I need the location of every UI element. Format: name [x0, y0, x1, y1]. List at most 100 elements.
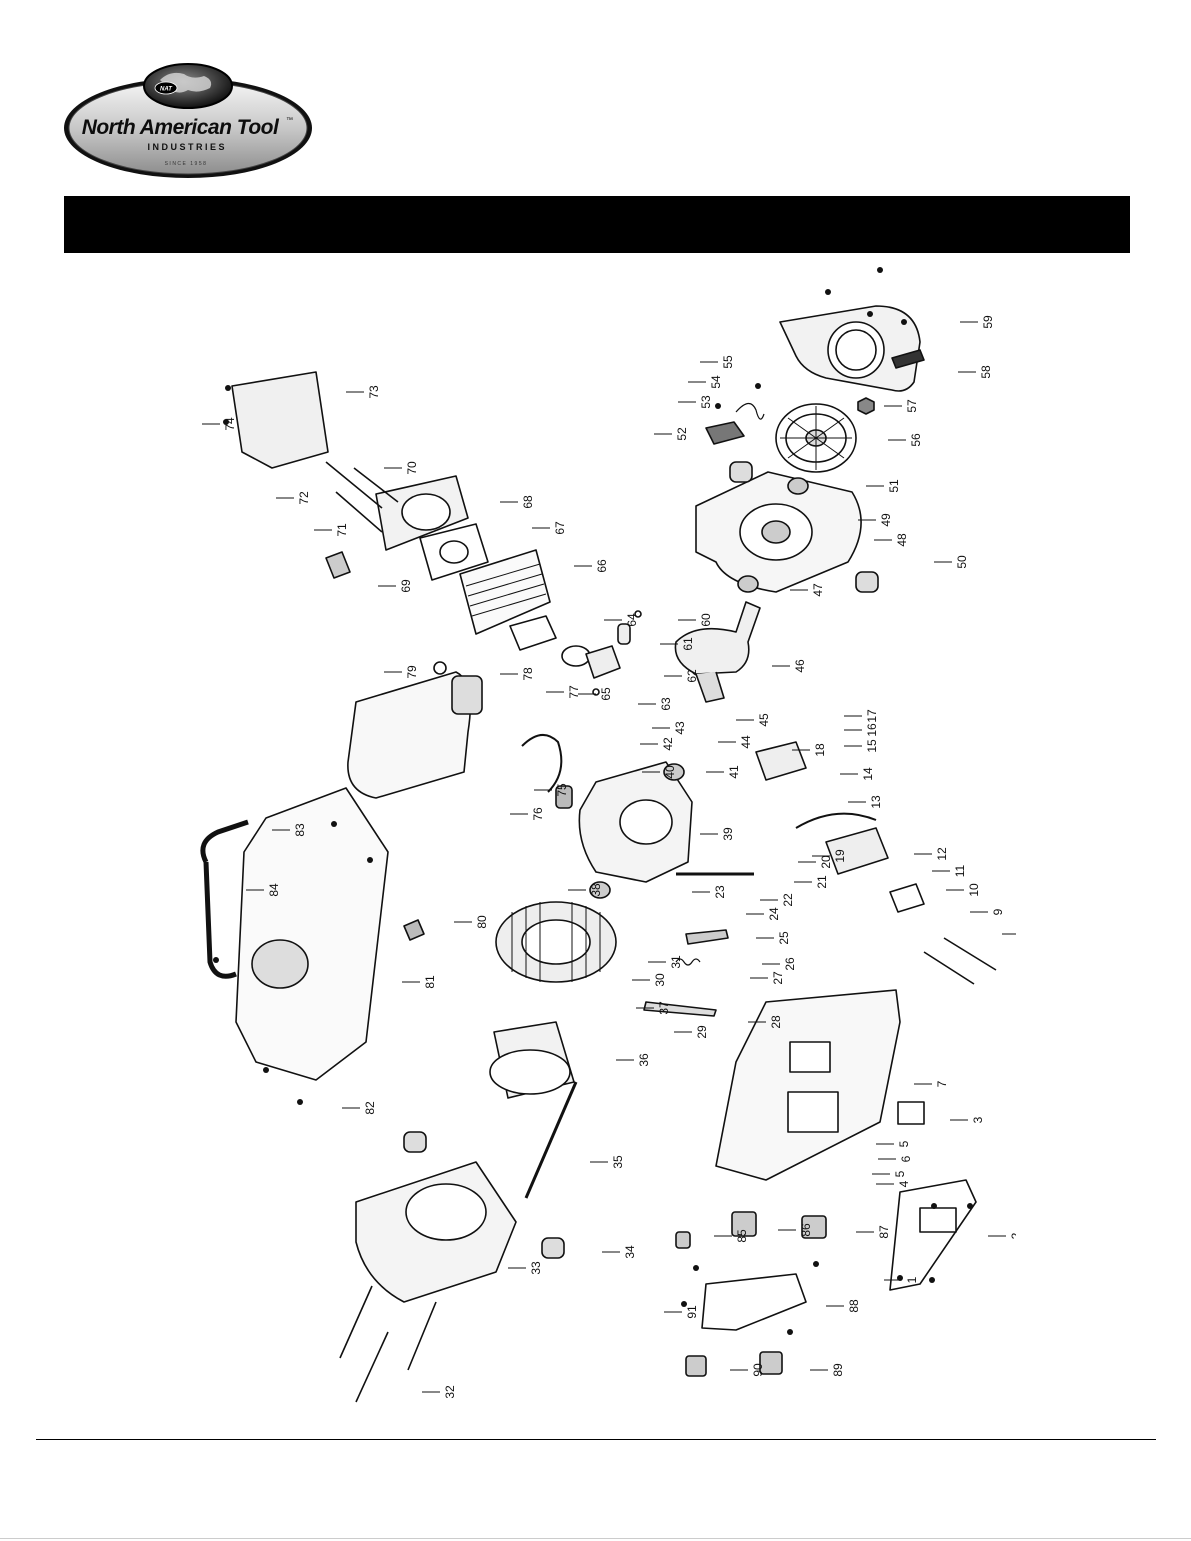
frame-bolt: [407, 1301, 437, 1371]
frame-bolt: [339, 1285, 373, 1359]
spark-plug-wire: [521, 734, 563, 793]
part-label-45: 45: [757, 713, 771, 727]
part-label-83: 83: [293, 823, 307, 837]
part-label-82: 82: [363, 1101, 377, 1115]
part-label-33: 33: [529, 1261, 543, 1275]
part-number-text: 5: [893, 1170, 907, 1177]
part-label-66: 66: [595, 559, 609, 573]
part-number-text: 54: [709, 375, 723, 389]
part-label-23: 23: [713, 885, 727, 899]
part-number-text: 81: [423, 975, 437, 989]
part-label-63: 63: [659, 697, 673, 711]
part-label-5b: 5: [897, 1140, 911, 1147]
screw: [813, 1261, 819, 1267]
switch-90: [685, 1355, 707, 1377]
screw: [877, 267, 883, 273]
part-number-text: 43: [673, 721, 687, 735]
screw: [901, 319, 907, 325]
panel-window: [787, 1091, 839, 1133]
carry-handle: [200, 819, 249, 979]
part-label-34: 34: [623, 1245, 637, 1259]
governor-arm: [685, 929, 729, 945]
part-label-72: 72: [297, 491, 311, 505]
rotor-bolt: [524, 1081, 578, 1199]
part-label-29: 29: [695, 1025, 709, 1039]
part-number-text: 13: [869, 795, 883, 809]
frame-bolt: [355, 1331, 389, 1403]
part-number-text: 70: [405, 461, 419, 475]
part-label-16: 16: [865, 723, 879, 737]
part-label-61: 61: [681, 637, 695, 651]
part-number-text: 49: [879, 513, 893, 527]
part-label-37: 37: [657, 1001, 671, 1015]
part-number-text: 89: [831, 1363, 845, 1377]
part-number-text: 87: [877, 1225, 891, 1239]
governor-lever: [643, 1001, 717, 1017]
part-label-3: 3: [971, 1116, 985, 1123]
part-label-84: 84: [267, 883, 281, 897]
part-number-text: 37: [657, 1001, 671, 1015]
part-number-text: 18: [813, 743, 827, 757]
outlet-86: [731, 1211, 757, 1237]
part-label-39: 39: [721, 827, 735, 841]
part-number-text: 64: [625, 613, 639, 627]
page-edge-rule: [0, 1538, 1191, 1539]
part-label-68: 68: [521, 495, 535, 509]
part-number-text: 75: [555, 783, 569, 797]
footer-rule: [36, 1439, 1156, 1440]
part-number-text: 71: [335, 523, 349, 537]
part-label-54: 54: [709, 375, 723, 389]
outlet-87: [801, 1215, 827, 1239]
part-label-59: 59: [981, 315, 995, 329]
part-number-text: 10: [967, 883, 981, 897]
part-number-text: 46: [793, 659, 807, 673]
logo-industries: I N D U S T R I E S: [147, 142, 224, 152]
head-gasket: [419, 523, 489, 581]
part-number-text: 88: [847, 1299, 861, 1313]
part-label-53: 53: [699, 395, 713, 409]
part-number-text: 66: [595, 559, 609, 573]
part-label-75: 75: [555, 783, 569, 797]
part-number-text: 67: [553, 521, 567, 535]
screw: [787, 1329, 793, 1335]
part-number-text: 34: [623, 1245, 637, 1259]
fuel-cap: [251, 939, 309, 989]
logo-since: SINCE 1958: [165, 161, 208, 167]
nat-badge: [154, 81, 178, 95]
part-number-text: 35: [611, 1155, 625, 1169]
part-number-text: 17: [865, 709, 879, 723]
screw: [693, 1265, 699, 1271]
part-number-text: 11: [953, 864, 967, 877]
part-number-text: 83: [293, 823, 307, 837]
cylinder-gasket: [509, 615, 557, 651]
piston: [585, 645, 621, 679]
part-label-44: 44: [739, 735, 753, 749]
part-label-49: 49: [879, 513, 893, 527]
header-banner: [64, 196, 1130, 253]
part-number-text: 59: [981, 315, 995, 329]
part-label-76: 76: [531, 807, 545, 821]
part-label-51: 51: [887, 479, 901, 493]
part-label-42: 42: [661, 737, 675, 751]
part-number-text: 36: [637, 1053, 651, 1067]
part-label-18: 18: [813, 743, 827, 757]
part-label-65: 65: [599, 687, 613, 701]
intake-manifold: [755, 741, 807, 781]
part-number-text: 80: [475, 915, 489, 929]
part-label-90: 90: [751, 1363, 765, 1377]
part-number-text: 91: [685, 1305, 699, 1319]
screw: [331, 821, 337, 827]
part-label-69: 69: [399, 579, 413, 593]
part-number-text: 53: [699, 395, 713, 409]
bearing: [737, 575, 759, 593]
part-number-text: 45: [757, 713, 771, 727]
part-number-text: 38: [589, 883, 603, 897]
part-label-74: 74: [223, 417, 237, 431]
part-number-text: 2: [1009, 1232, 1016, 1239]
screw: [867, 311, 873, 317]
part-number-text: 90: [751, 1363, 765, 1377]
starter-handle: [891, 349, 925, 369]
part-number-text: 56: [909, 433, 923, 447]
piston-pin: [617, 623, 631, 645]
part-label-12: 12: [935, 847, 949, 861]
